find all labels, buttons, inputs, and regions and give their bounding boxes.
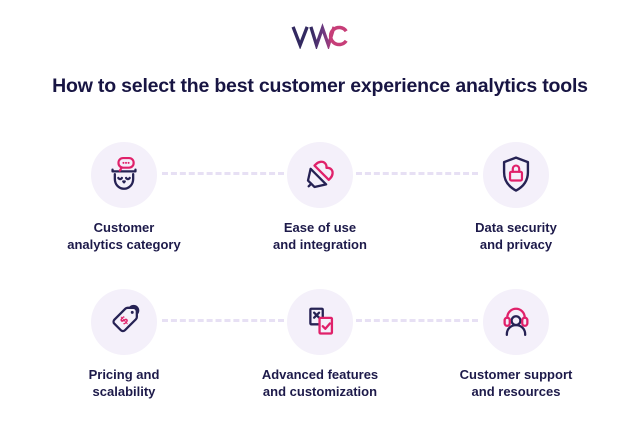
plug-connection-icon (306, 160, 334, 189)
dashed-connector (162, 319, 284, 322)
item-ease-of-use: Ease of use and integration (222, 142, 418, 253)
item-pricing: $ Pricing and scalability (26, 289, 222, 400)
item-label: Customer support and resources (459, 367, 573, 400)
grid-row-1: Customer analytics category Ease of (26, 142, 614, 253)
shield-lock-icon (502, 156, 530, 192)
icon-circle (483, 289, 549, 355)
item-customer-analytics: Customer analytics category (26, 142, 222, 253)
vwo-logo-icon (291, 23, 348, 49)
dashed-connector (356, 172, 478, 175)
dashed-connector (356, 319, 478, 322)
thinking-head-icon (111, 156, 137, 190)
checklist-cards-icon (309, 307, 334, 335)
icon-circle (91, 142, 157, 208)
item-label: Data security and privacy (475, 220, 557, 253)
vwo-logo (291, 23, 349, 49)
icon-circle (483, 142, 549, 208)
grid-row-2: $ Pricing and scalability (26, 289, 614, 400)
icon-circle (287, 142, 353, 208)
price-tag-icon: $ (112, 304, 140, 333)
support-headset-icon (503, 307, 529, 336)
item-label: Advanced features and customization (261, 367, 379, 400)
item-label: Ease of use and integration (273, 220, 367, 253)
item-data-security: Data security and privacy (418, 142, 614, 253)
icon-circle (287, 289, 353, 355)
item-label: Customer analytics category (67, 220, 181, 253)
item-label: Pricing and scalability (88, 367, 160, 400)
item-advanced-features: Advanced features and customization (222, 289, 418, 400)
page-title: How to select the best customer experien… (52, 75, 588, 97)
item-customer-support: Customer support and resources (418, 289, 614, 400)
icon-circle: $ (91, 289, 157, 355)
dashed-connector (162, 172, 284, 175)
